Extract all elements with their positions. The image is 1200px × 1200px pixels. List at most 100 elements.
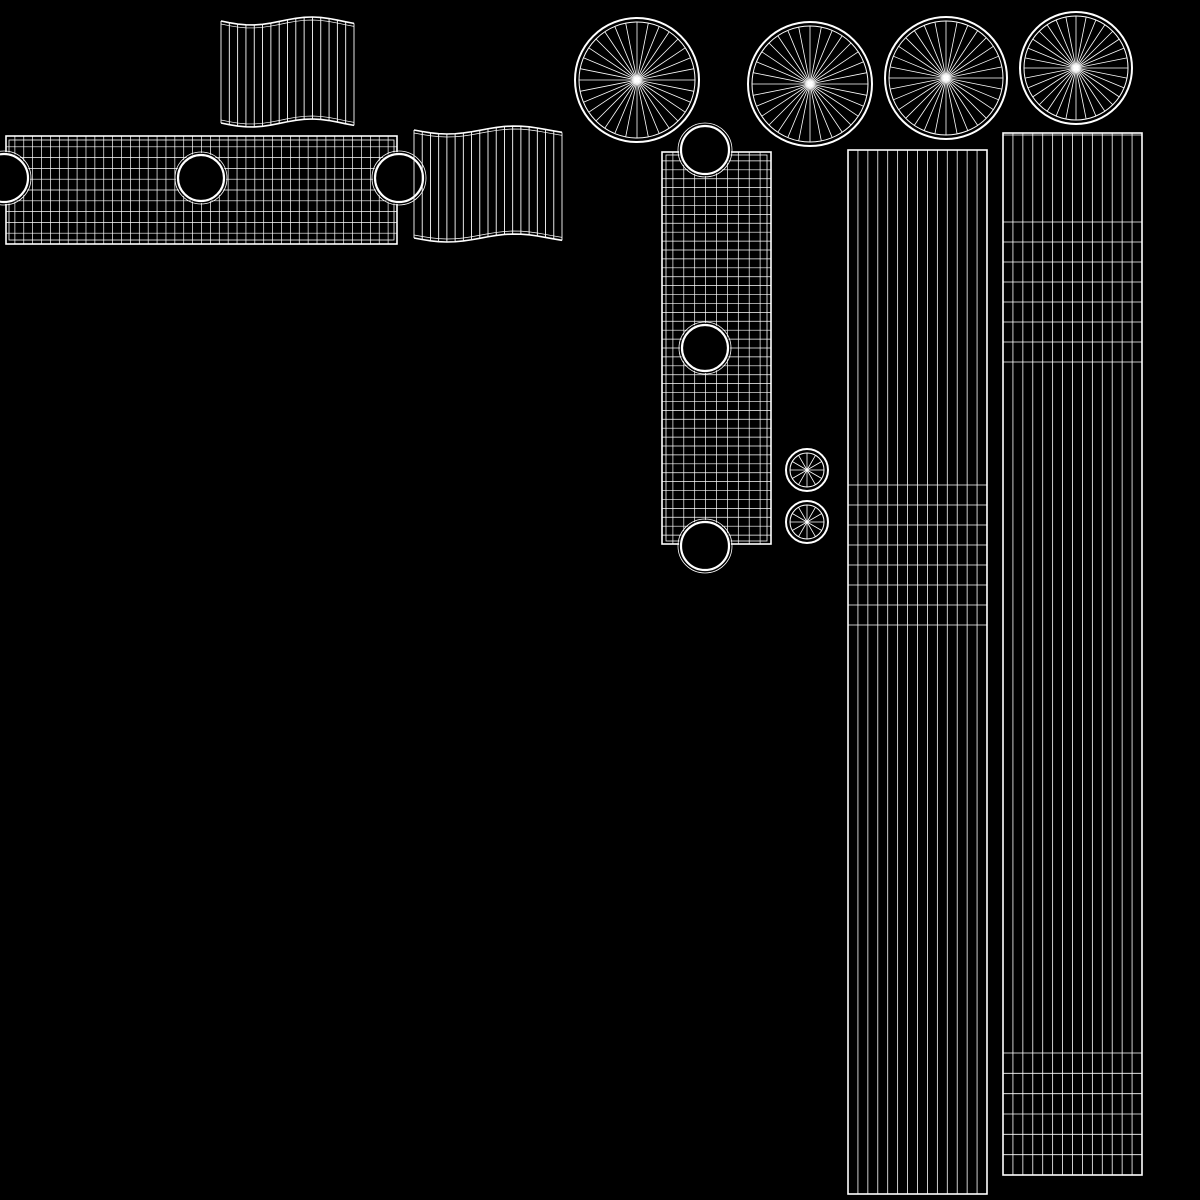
wire-edge: [806, 513, 822, 523]
wire-edge: [220, 115, 355, 125]
wire-edge: [1075, 38, 1120, 69]
wire-edge: [890, 77, 947, 90]
hole-edge: [0, 150, 32, 206]
hole-edge: [679, 520, 731, 572]
wire-edge: [905, 37, 947, 79]
wire-edge: [753, 83, 811, 96]
wire-edge: [787, 83, 811, 138]
hole-edge: [679, 124, 731, 176]
wire-edge: [945, 37, 987, 79]
wire-edge: [792, 521, 808, 531]
wire-edge: [893, 55, 947, 79]
wire-edge: [945, 25, 969, 79]
wire-edge: [595, 79, 638, 122]
hole-edge: [176, 153, 226, 203]
hole-edge: [677, 122, 733, 178]
wire-edge: [636, 79, 686, 113]
wire-edge: [1032, 38, 1077, 69]
wire-edge: [898, 45, 947, 79]
wire-edge: [588, 47, 638, 81]
hole-edge: [371, 150, 427, 206]
wire-edge: [945, 77, 969, 131]
wire-edge: [898, 77, 947, 111]
wire-edge: [1038, 30, 1077, 69]
wire-edge: [806, 455, 816, 471]
wire-edge: [934, 22, 947, 79]
wire-edge: [806, 521, 816, 537]
hole-mask: [680, 323, 730, 373]
wire-edge: [798, 455, 808, 471]
wire-edge: [636, 79, 679, 122]
disc-rim: [747, 21, 873, 147]
wire-edge: [636, 79, 660, 134]
island-border: [220, 118, 355, 128]
wire-edge: [580, 68, 638, 81]
uv-island-disc-3: [884, 16, 1008, 140]
wire-edge: [934, 77, 947, 134]
wire-edge: [809, 83, 822, 141]
wire-edge: [1075, 67, 1097, 117]
wire-edge: [1075, 67, 1087, 120]
wire-edge: [636, 23, 649, 81]
wire-edge: [809, 51, 859, 85]
wire-edge: [1024, 57, 1077, 69]
island-border: [413, 125, 563, 135]
wire-edge: [583, 57, 638, 81]
wire-edge: [809, 35, 843, 85]
wire-edge: [905, 77, 947, 119]
wire-edge: [945, 77, 1002, 90]
wire-edge: [809, 83, 867, 96]
uv-island-disc-4: [1019, 11, 1133, 125]
wire-edge: [1046, 67, 1077, 112]
hole-edge: [680, 323, 730, 373]
wire-edge: [913, 30, 947, 79]
wire-edge: [1065, 67, 1077, 120]
wire-edge: [625, 79, 638, 137]
wire-edge: [806, 507, 816, 523]
wire-edge: [756, 83, 811, 107]
wire-edge: [806, 469, 822, 479]
uv-island-tall-strip-right: [1002, 132, 1143, 1176]
wire-edge: [798, 521, 808, 537]
wire-edge: [595, 38, 638, 81]
wire-edge: [636, 31, 670, 81]
hole-edge: [174, 151, 228, 205]
wire-edge: [809, 83, 833, 138]
wire-edge: [1075, 67, 1128, 79]
island-border: [220, 16, 355, 26]
wire-edge: [893, 77, 947, 101]
wire-edge: [604, 31, 638, 81]
wire-edge: [945, 77, 999, 101]
wire-edge: [945, 55, 999, 79]
wire-edge: [1075, 67, 1114, 106]
uv-island-wavy-strip-middle: [413, 125, 563, 243]
wire-edge: [220, 19, 355, 29]
hole-edge: [373, 152, 425, 204]
wire-edge: [1075, 67, 1120, 98]
wire-edge: [945, 45, 994, 79]
wire-edge: [413, 230, 563, 240]
hole-mask: [679, 124, 731, 176]
wire-edge: [614, 26, 638, 81]
uv-island-vertical-plate: [661, 122, 772, 574]
wire-edge: [1065, 16, 1077, 69]
wire-edge: [798, 507, 808, 523]
wire-edge: [809, 72, 867, 85]
uv-island-small-disc-2: [785, 500, 829, 544]
wire-edge: [636, 79, 670, 129]
wire-edge: [806, 469, 816, 485]
wire-edge: [945, 30, 979, 79]
wire-edge: [792, 469, 808, 479]
wire-edge: [809, 42, 852, 85]
wire-edge: [809, 83, 843, 133]
hole-edge: [678, 321, 732, 375]
island-border: [413, 233, 563, 243]
hole-mask: [679, 520, 731, 572]
wire-edge: [945, 77, 987, 119]
wire-edge: [1027, 47, 1077, 69]
wire-edge: [413, 128, 563, 138]
wire-edge: [1032, 67, 1077, 98]
wire-edge: [777, 35, 811, 85]
wire-edge: [1075, 57, 1128, 69]
